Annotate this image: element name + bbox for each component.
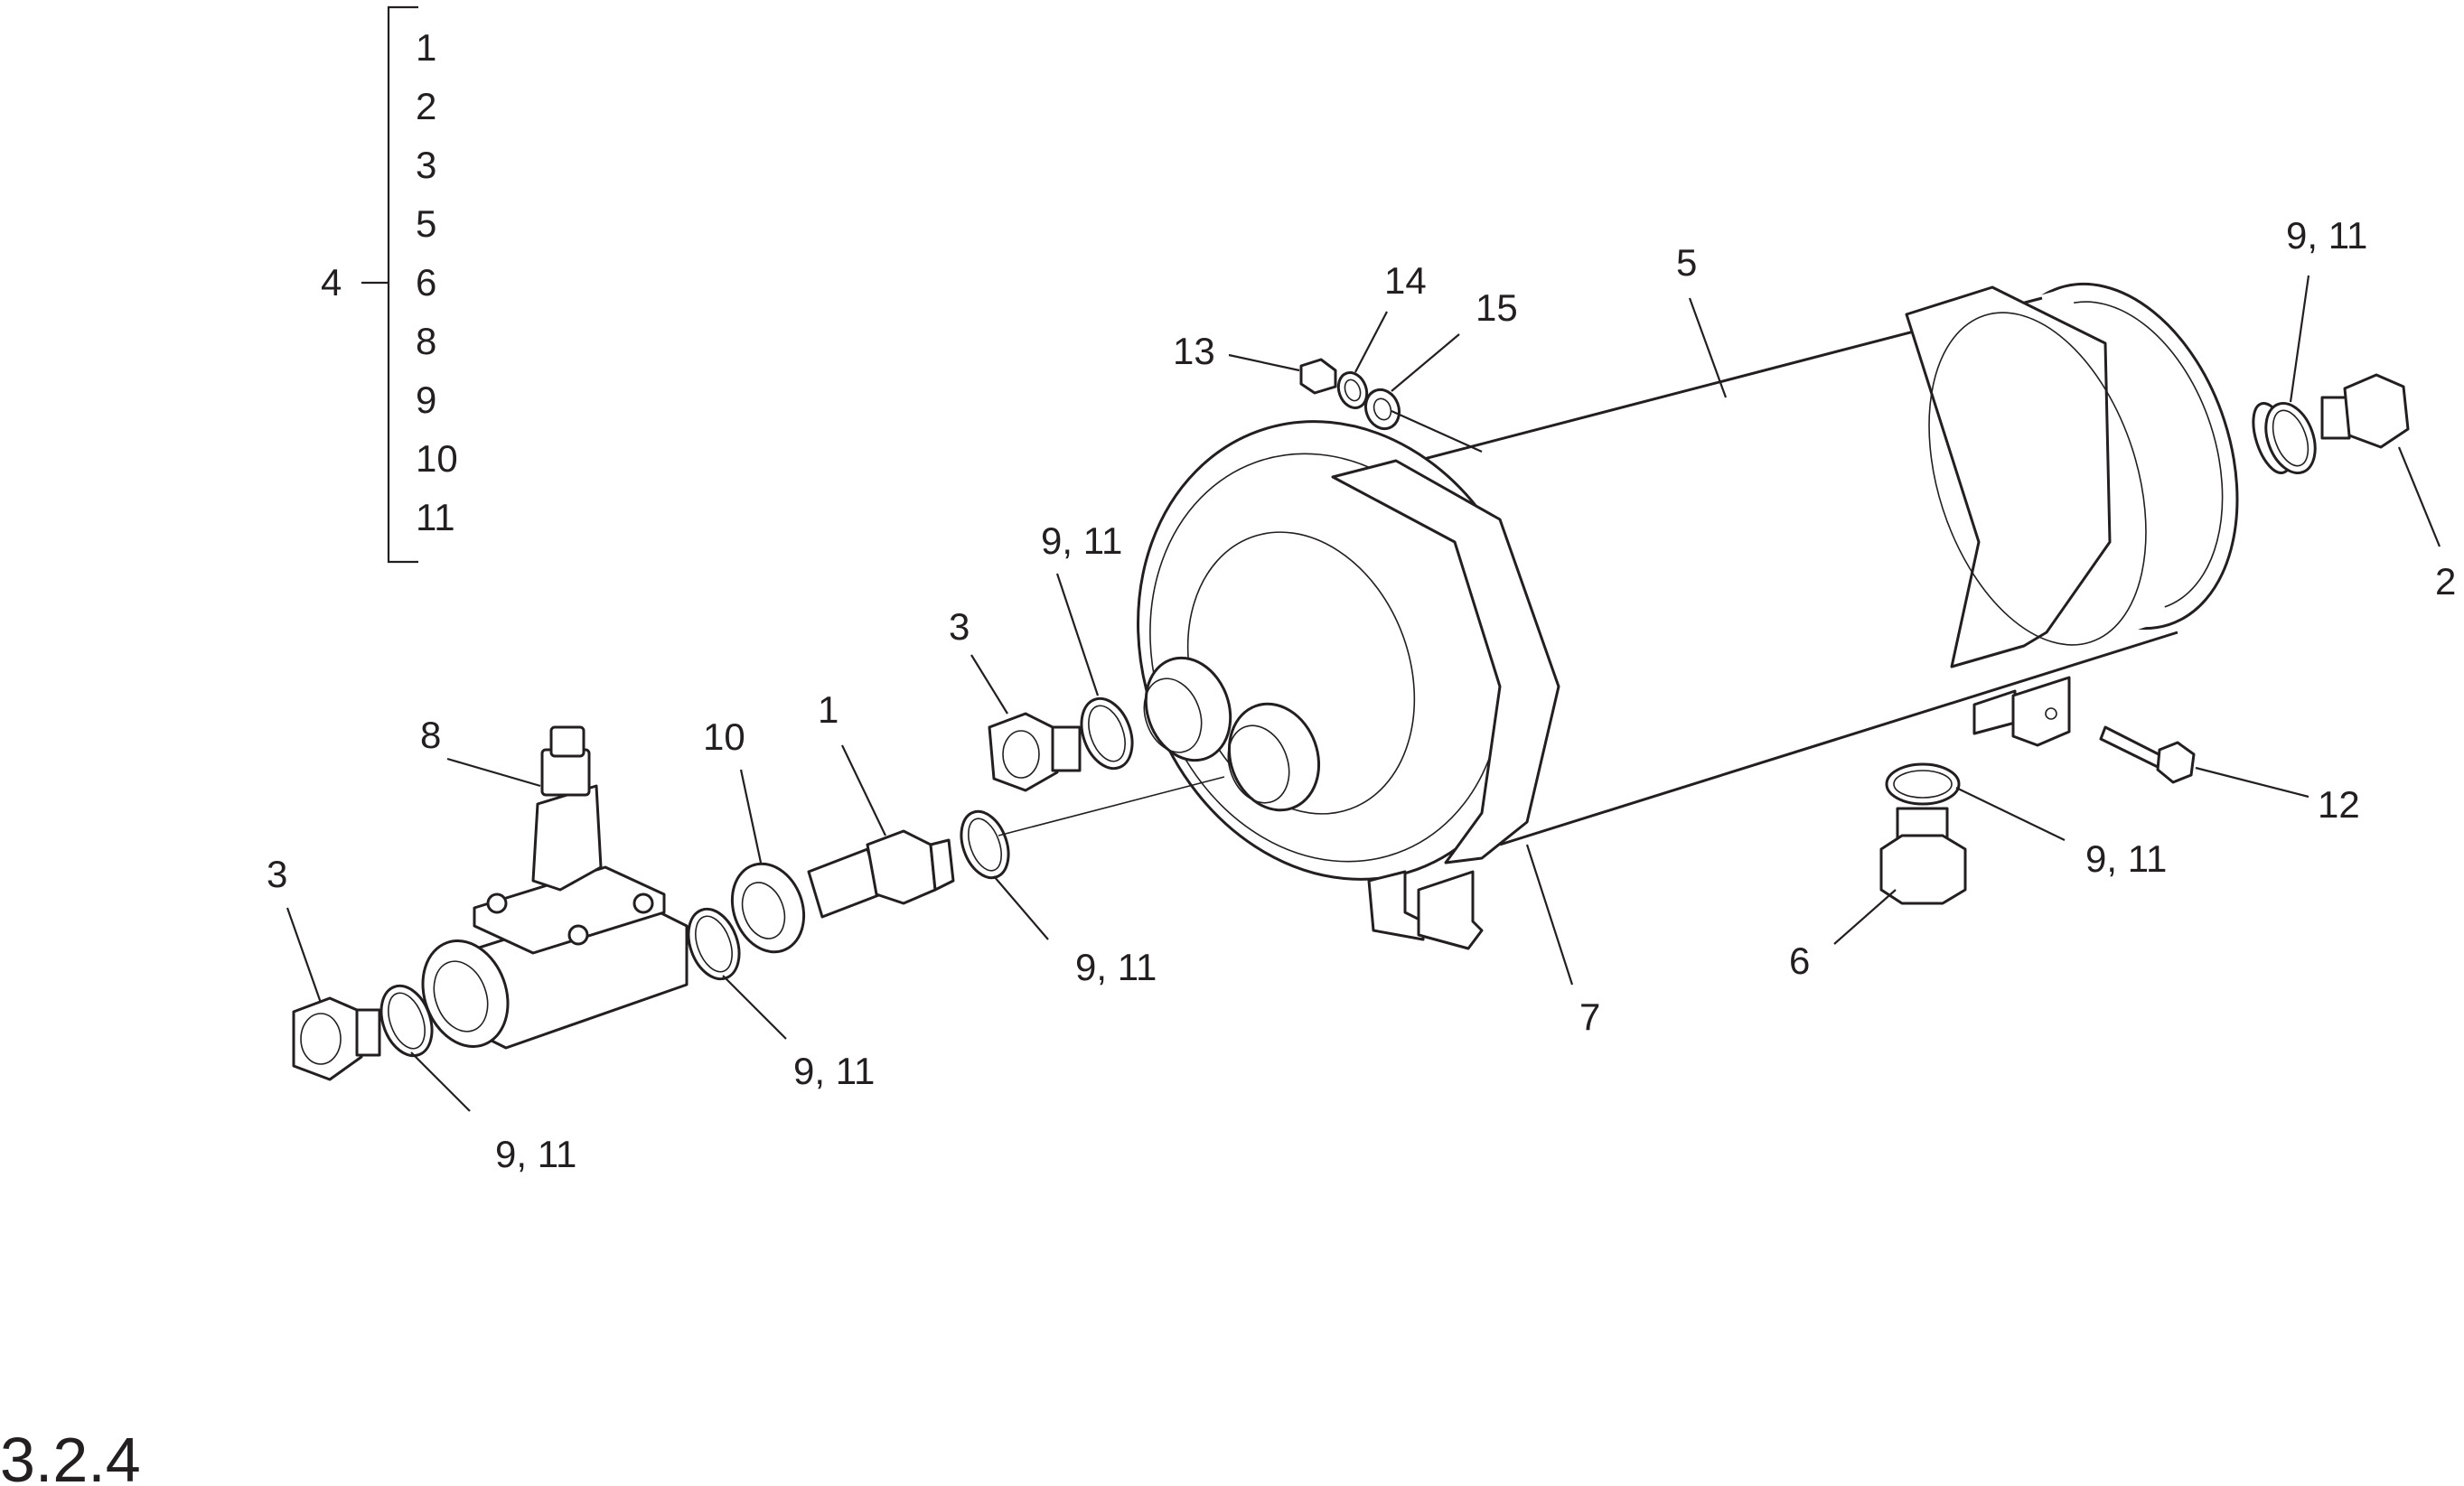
- kit-item: 10: [416, 437, 458, 480]
- kit-item: 1: [416, 26, 436, 69]
- callout-6: 6: [1789, 939, 1810, 982]
- callout-3-mid: 3: [949, 605, 970, 648]
- seal-ring: [2264, 401, 2317, 475]
- kit-item: 3: [416, 144, 436, 186]
- bolt-12: [2099, 725, 2196, 784]
- callout-5: 5: [1676, 241, 1697, 284]
- callout-10: 10: [703, 715, 745, 758]
- callout-14: 14: [1384, 259, 1427, 302]
- kit-item: 6: [416, 261, 436, 304]
- assembly-axis-line: [998, 776, 1225, 836]
- kit-item: 11: [416, 496, 455, 538]
- callout-3-left: 3: [267, 853, 287, 895]
- callout-seal: 9, 11: [1075, 946, 1157, 988]
- kit-item: 5: [416, 202, 436, 245]
- nut-13: [1299, 358, 1337, 395]
- adapter-nut: [730, 862, 806, 954]
- plug-mid: [988, 712, 1082, 792]
- kit-label: 4: [321, 261, 342, 304]
- callout-seal: 9, 11: [793, 1050, 875, 1092]
- seal-ring: [1885, 762, 1961, 806]
- callout-seal: 9, 11: [2085, 837, 2167, 880]
- washer-14: [1336, 371, 1369, 409]
- callout-2: 2: [2435, 560, 2456, 603]
- plug-right: [2320, 373, 2410, 449]
- double-nipple: [807, 829, 955, 919]
- seal-ring: [1080, 696, 1134, 771]
- valve-body: [421, 725, 689, 1050]
- callout-1: 1: [818, 688, 839, 731]
- callout-13: 13: [1173, 330, 1215, 372]
- callout-labels: 3 9, 11 8 10 9, 11 1 9, 11 3 9, 11 7 13 …: [267, 214, 2456, 1175]
- drain-plug-left: [292, 996, 381, 1081]
- callout-8: 8: [420, 714, 441, 756]
- kit-item: 8: [416, 320, 436, 362]
- washer-15: [1363, 388, 1401, 431]
- callout-seal: 9, 11: [2286, 214, 2367, 257]
- air-tank: [1137, 282, 2293, 950]
- callout-seal: 9, 11: [1041, 519, 1122, 562]
- seal-ring: [687, 907, 741, 981]
- drain-plug-6: [1879, 807, 1967, 905]
- kit-item: 2: [416, 85, 436, 127]
- callout-12: 12: [2318, 783, 2360, 826]
- seal-ring: [960, 809, 1010, 880]
- callout-seal: 9, 11: [495, 1133, 576, 1175]
- kit-item: 9: [416, 379, 436, 421]
- leader-lines: [286, 275, 2441, 1112]
- callout-7: 7: [1579, 995, 1600, 1038]
- callout-15: 15: [1476, 286, 1518, 329]
- kit-bracket: 4 1 2 3 5 6 8 9 10 11: [321, 5, 458, 564]
- figure-number: 3.2.4: [0, 1425, 141, 1486]
